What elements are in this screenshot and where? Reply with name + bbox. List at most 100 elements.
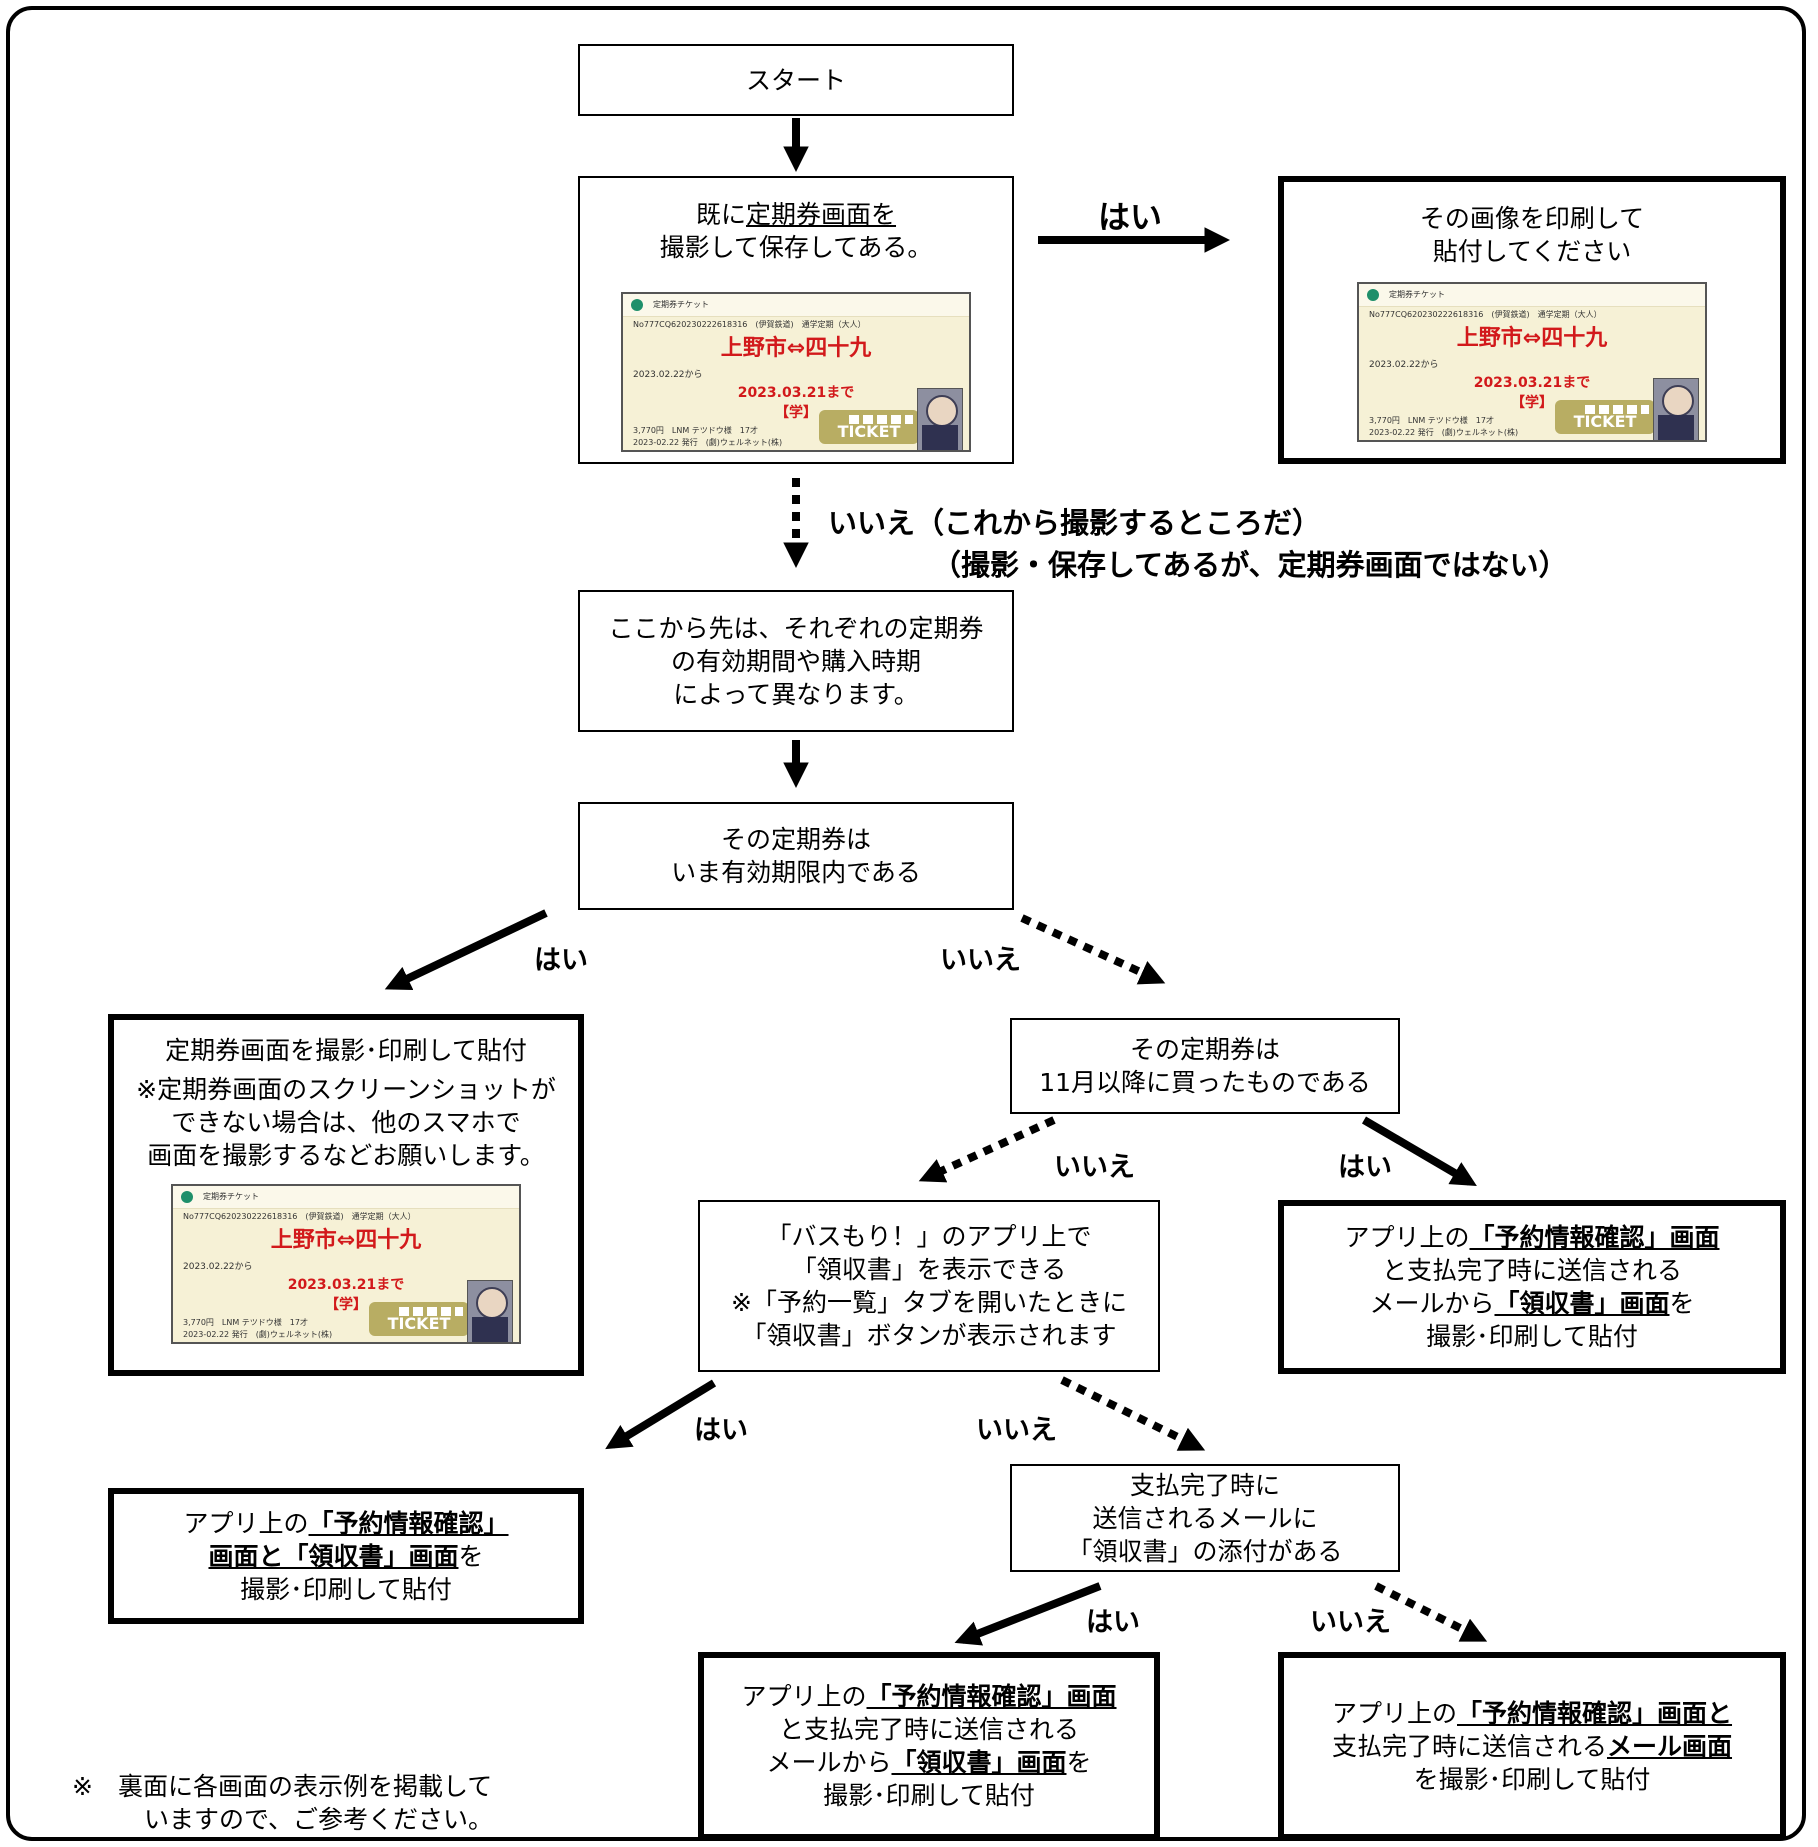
answer-print-line1: その画像を印刷して bbox=[1419, 204, 1645, 233]
arrow-q-app-no bbox=[1060, 1376, 1206, 1451]
label-app-yes: はい bbox=[694, 1415, 748, 1446]
answer-november-yes-line2: と支払完了時に送信される bbox=[1381, 1256, 1682, 1285]
answer-mail-no-line2: 支払完了時に送信されるメール画面 bbox=[1332, 1730, 1732, 1763]
answer-mail-yes-line3-prefix: メールから bbox=[766, 1748, 892, 1777]
question-valid-line2: いま有効期限内である bbox=[671, 858, 921, 887]
bus-text: TICKET bbox=[387, 1314, 451, 1333]
question-app-line2: 「領収書」を表示できる bbox=[791, 1255, 1067, 1284]
answer-print-box: その画像を印刷して 貼付してください 定期券チケット No777CQ620230… bbox=[1278, 176, 1786, 464]
answer-print-line2: 貼付してください bbox=[1432, 237, 1632, 266]
ticket-image: 定期券チケット No777CQ620230222618316 (伊賀鉄道) 通学… bbox=[171, 1184, 521, 1344]
ticket-type: 【学】 bbox=[1511, 395, 1553, 411]
ticket-footer1: 3,770円 LNM テツドウ様 17才 bbox=[183, 1318, 308, 1327]
info-line2: の有効期間や購入時期 bbox=[670, 646, 921, 676]
answer-november-yes-box: アプリ上の「予約情報確認」画面 と支払完了時に送信される メールから「領収書」画… bbox=[1278, 1200, 1786, 1374]
footnote-line1: ※ 裏面に各画面の表示例を掲載して bbox=[72, 1772, 493, 1801]
arrow-q-nov-yes bbox=[1361, 1116, 1477, 1187]
label-november-no: いいえ bbox=[1054, 1152, 1135, 1183]
answer-mail-no-line1: アプリ上の「予約情報確認」画面と bbox=[1332, 1697, 1732, 1730]
ticket-header: 定期券チケット bbox=[623, 294, 969, 317]
answer-app-yes-line2-emphasis: 画面と「領収書」画面 bbox=[208, 1541, 459, 1571]
ticket-image: 定期券チケット No777CQ620230222618316 (伊賀鉄道) 通学… bbox=[1357, 282, 1707, 442]
answer-shoot-line4: 画面を撮影するなどお願いします。 bbox=[147, 1141, 545, 1170]
ticket-until: 2023.03.21まで bbox=[1473, 375, 1591, 391]
answer-november-yes-line1-prefix: アプリ上の bbox=[1344, 1223, 1470, 1252]
answer-mail-no-line1-prefix: アプリ上の bbox=[1331, 1698, 1457, 1728]
ticket-image: 定期券チケット No777CQ620230222618316 (伊賀鉄道) 通学… bbox=[621, 292, 971, 452]
question-november-line2: 11月以降に買ったものである bbox=[1039, 1068, 1371, 1097]
label-valid-yes: はい bbox=[534, 945, 588, 976]
answer-app-yes-line3: 撮影･印刷して貼付 bbox=[240, 1574, 452, 1604]
ticket-footer2: 2023-02.22 発行 (劇)ウェルネット(株) bbox=[183, 1330, 333, 1339]
footnote-line2: いますので、ご参考ください。 bbox=[144, 1805, 494, 1834]
bus-icon: TICKET bbox=[369, 1302, 469, 1336]
answer-november-yes-line3-suffix: を bbox=[1669, 1289, 1695, 1318]
answer-mail-yes-line3-emphasis: 「領収書」画面 bbox=[891, 1748, 1067, 1777]
ticket-from: 2023.02.22から bbox=[1369, 360, 1439, 370]
character-image bbox=[1653, 378, 1699, 440]
label-mail-yes: はい bbox=[1086, 1607, 1140, 1638]
ticket-until: 2023.03.21まで bbox=[737, 385, 855, 401]
info-line3: によって異なります。 bbox=[673, 679, 919, 709]
question-saved-box: 既に定期券画面を 撮影して保存してある。 定期券チケット No777CQ6202… bbox=[578, 176, 1014, 464]
question-app-line3: ※「予約一覧」タブを開いたときに bbox=[731, 1288, 1127, 1317]
question-mail-line2: 送信されるメールに bbox=[1092, 1503, 1318, 1533]
label-valid-no: いいえ bbox=[940, 945, 1021, 976]
back-icon bbox=[631, 299, 643, 311]
answer-mail-yes-box: アプリ上の「予約情報確認」画面 と支払完了時に送信される メールから「領収書」画… bbox=[698, 1652, 1160, 1840]
answer-mail-no-line3: を撮影･印刷して貼付 bbox=[1413, 1764, 1651, 1794]
back-icon bbox=[1367, 289, 1379, 301]
ticket-type: 【学】 bbox=[325, 1297, 367, 1313]
answer-mail-no-line2-emphasis: メール画面 bbox=[1607, 1731, 1733, 1761]
answer-november-yes-line3-prefix: メールから bbox=[1369, 1289, 1495, 1318]
question-saved-line1: 既に定期券画面を bbox=[696, 198, 896, 231]
answer-app-yes-box: アプリ上の「予約情報確認」 画面と「領収書」画面を 撮影･印刷して貼付 bbox=[108, 1488, 584, 1624]
answer-november-yes-line1-emphasis: 「予約情報確認」画面 bbox=[1469, 1223, 1720, 1252]
answer-shoot-line1: 定期券画面を撮影･印刷して貼付 bbox=[165, 1036, 527, 1065]
ticket-route: 上野市⇔四十九 bbox=[270, 1228, 422, 1253]
question-mail-line3: 「領収書」の添付がある bbox=[1067, 1536, 1343, 1566]
bus-text: TICKET bbox=[1573, 412, 1637, 431]
label-november-yes: はい bbox=[1338, 1152, 1392, 1183]
ticket-footer2: 2023-02.22 発行 (劇)ウェルネット(株) bbox=[1369, 428, 1519, 437]
start-label: スタート bbox=[745, 65, 846, 95]
label-saved-no-line1: いいえ（これから撮影するところだ） bbox=[828, 506, 1322, 540]
info-box: ここから先は、それぞれの定期券 の有効期間や購入時期 によって異なります。 bbox=[578, 590, 1014, 732]
start-box: スタート bbox=[578, 44, 1014, 116]
answer-mail-yes-line1: アプリ上の「予約情報確認」画面 bbox=[741, 1680, 1116, 1713]
bus-icon: TICKET bbox=[1555, 400, 1655, 434]
answer-shoot-line3: できない場合は、他のスマホで bbox=[171, 1108, 521, 1137]
arrow-q-mail-no bbox=[1374, 1582, 1488, 1642]
question-saved-prefix: 既に bbox=[695, 200, 746, 229]
character-image bbox=[467, 1280, 513, 1342]
arrow-q-nov-no bbox=[918, 1116, 1056, 1183]
answer-november-yes-line4: 撮影･印刷して貼付 bbox=[1426, 1322, 1638, 1351]
arrow-q-valid-yes bbox=[384, 909, 548, 991]
bus-icon: TICKET bbox=[819, 410, 919, 444]
answer-shoot-line2: ※定期券画面のスクリーンショットが bbox=[136, 1075, 556, 1104]
label-saved-no-line2: （撮影・保存してあるが、定期券画面ではない） bbox=[932, 548, 1568, 582]
ticket-from: 2023.02.22から bbox=[183, 1262, 253, 1272]
label-app-no: いいえ bbox=[976, 1415, 1057, 1446]
answer-mail-yes-line3: メールから「領収書」画面を bbox=[766, 1746, 1091, 1779]
ticket-until: 2023.03.21まで bbox=[287, 1277, 405, 1293]
answer-app-yes-line1: アプリ上の「予約情報確認」 bbox=[183, 1507, 508, 1540]
ticket-type: 【学】 bbox=[775, 405, 817, 421]
answer-mail-no-line1-emphasis: 「予約情報確認」画面と bbox=[1457, 1698, 1733, 1728]
answer-app-yes-line2: 画面と「領収書」画面を bbox=[208, 1540, 483, 1573]
question-mail-line1: 支払完了時に bbox=[1129, 1470, 1280, 1500]
answer-november-yes-line3: メールから「領収書」画面を bbox=[1369, 1287, 1694, 1320]
question-valid-box: その定期券は いま有効期限内である bbox=[578, 802, 1014, 910]
ticket-header: 定期券チケット bbox=[1359, 284, 1705, 307]
question-saved-underlined: 定期券画面を bbox=[746, 200, 897, 229]
question-app-line4: 「領収書」ボタンが表示されます bbox=[741, 1321, 1117, 1350]
ticket-number: No777CQ620230222618316 (伊賀鉄道) 通学定期（大人） bbox=[1369, 310, 1602, 319]
answer-app-yes-line1-emphasis: 「予約情報確認」 bbox=[308, 1508, 509, 1538]
ticket-header: 定期券チケット bbox=[173, 1186, 519, 1209]
info-line1: ここから先は、それぞれの定期券 bbox=[608, 613, 984, 643]
question-valid-line1: その定期券は bbox=[720, 825, 871, 854]
character-image bbox=[917, 388, 963, 450]
ticket-route: 上野市⇔四十九 bbox=[720, 336, 872, 361]
answer-mail-yes-line1-emphasis: 「予約情報確認」画面 bbox=[866, 1682, 1117, 1711]
